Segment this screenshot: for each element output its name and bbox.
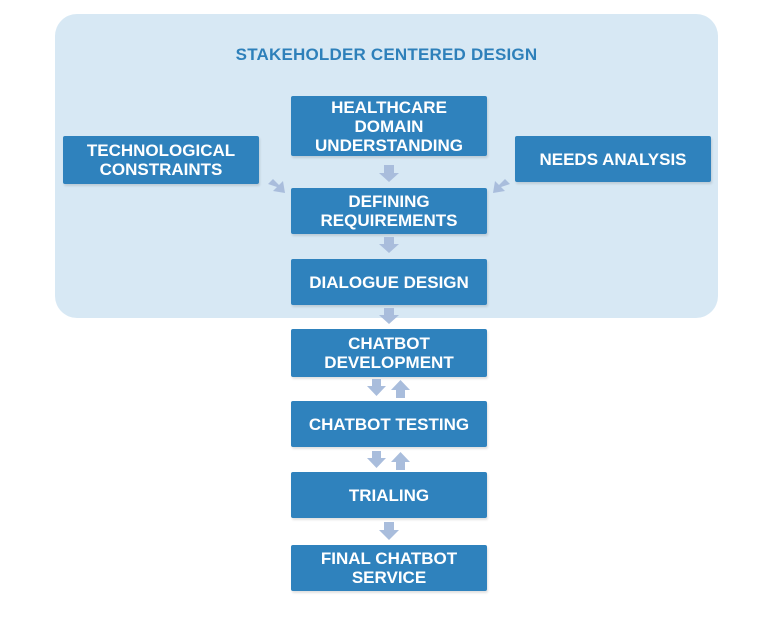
final-chatbot-service-box: FINAL CHATBOT SERVICE: [291, 545, 487, 591]
region-title: STAKEHOLDER CENTERED DESIGN: [235, 45, 538, 64]
arrow-needs-to-defining: [493, 179, 510, 193]
chatbot-development-box: CHATBOT DEVELOPMENT: [291, 329, 487, 377]
arrow-up-trialing-to-testing: [391, 452, 410, 470]
arrow-technological-to-defining: [268, 179, 285, 193]
needs-analysis-box: NEEDS ANALYSIS: [515, 136, 711, 182]
arrow-up-testing-to-development: [391, 380, 410, 398]
technological-constraints-box: TECHNOLOGICAL CONSTRAINTS: [63, 136, 259, 184]
arrow-down-defining-to-dialogue: [379, 237, 399, 253]
arrow-down-dialogue-to-development: [379, 308, 399, 324]
arrow-down-healthcare-to-defining: [379, 165, 399, 182]
arrow-down-testing-to-trialing: [367, 451, 386, 468]
arrow-down-trialing-to-final: [379, 522, 399, 540]
arrow-down-development-to-testing: [367, 379, 386, 396]
trialing-box: TRIALING: [291, 472, 487, 518]
healthcare-domain-understanding-box: HEALTHCARE DOMAIN UNDERSTANDING: [291, 96, 487, 156]
dialogue-design-box: DIALOGUE DESIGN: [291, 259, 487, 305]
chatbot-testing-box: CHATBOT TESTING: [291, 401, 487, 447]
defining-requirements-box: DEFINING REQUIREMENTS: [291, 188, 487, 234]
